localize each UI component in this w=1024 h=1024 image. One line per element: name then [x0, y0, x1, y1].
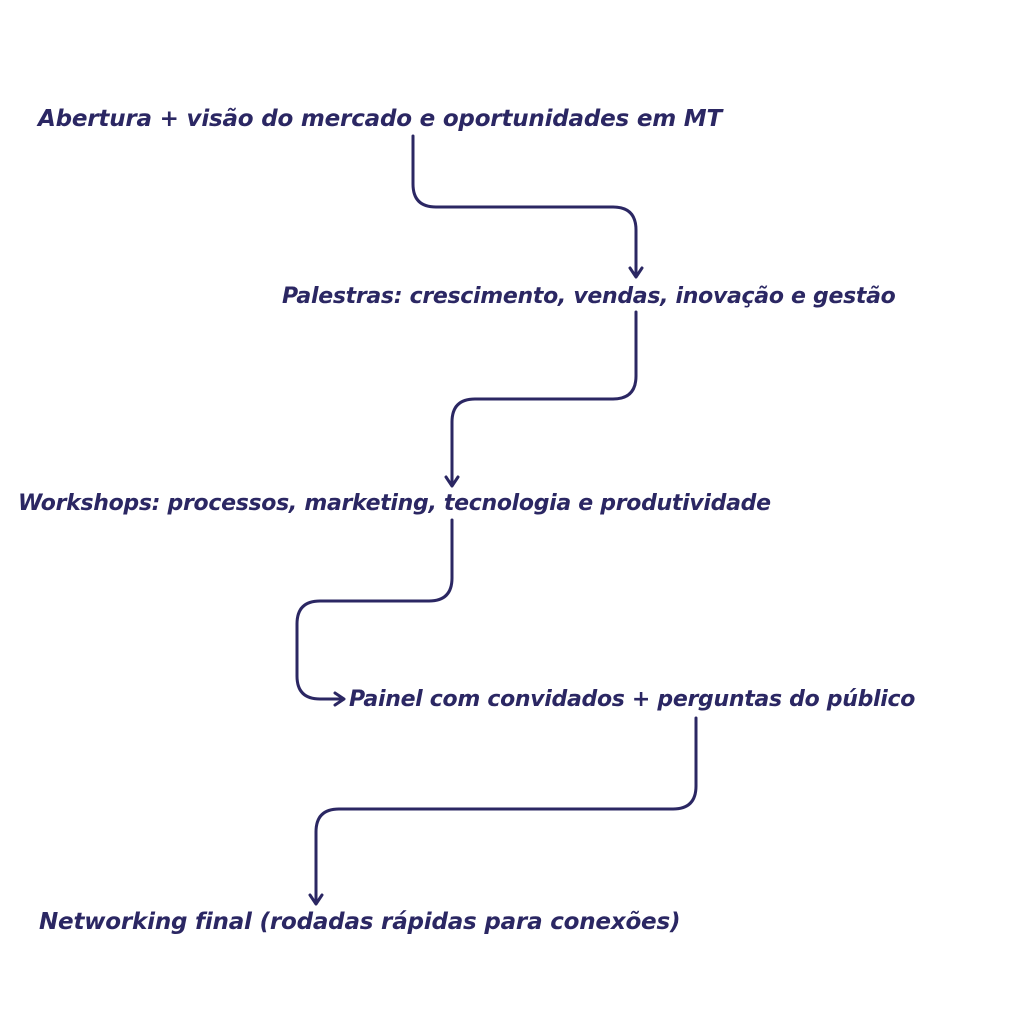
arrowhead-1-2 — [628, 266, 644, 279]
step-opening: Abertura + visão do mercado e oportunida… — [38, 106, 722, 132]
step-talks: Palestras: crescimento, vendas, inovação… — [282, 284, 896, 309]
connector-2-3 — [450, 310, 638, 487]
arrowhead-4-5 — [308, 893, 324, 906]
arrowhead-3-4 — [333, 691, 346, 707]
connector-4-5 — [314, 716, 698, 905]
step-panel: Painel com convidados + perguntas do púb… — [349, 687, 916, 712]
arrowhead-2-3 — [444, 475, 460, 488]
step-networking: Networking final (rodadas rápidas para c… — [39, 909, 681, 935]
connector-1-2 — [411, 134, 638, 278]
connector-3-4 — [295, 518, 454, 701]
step-workshops: Workshops: processos, marketing, tecnolo… — [18, 491, 771, 516]
